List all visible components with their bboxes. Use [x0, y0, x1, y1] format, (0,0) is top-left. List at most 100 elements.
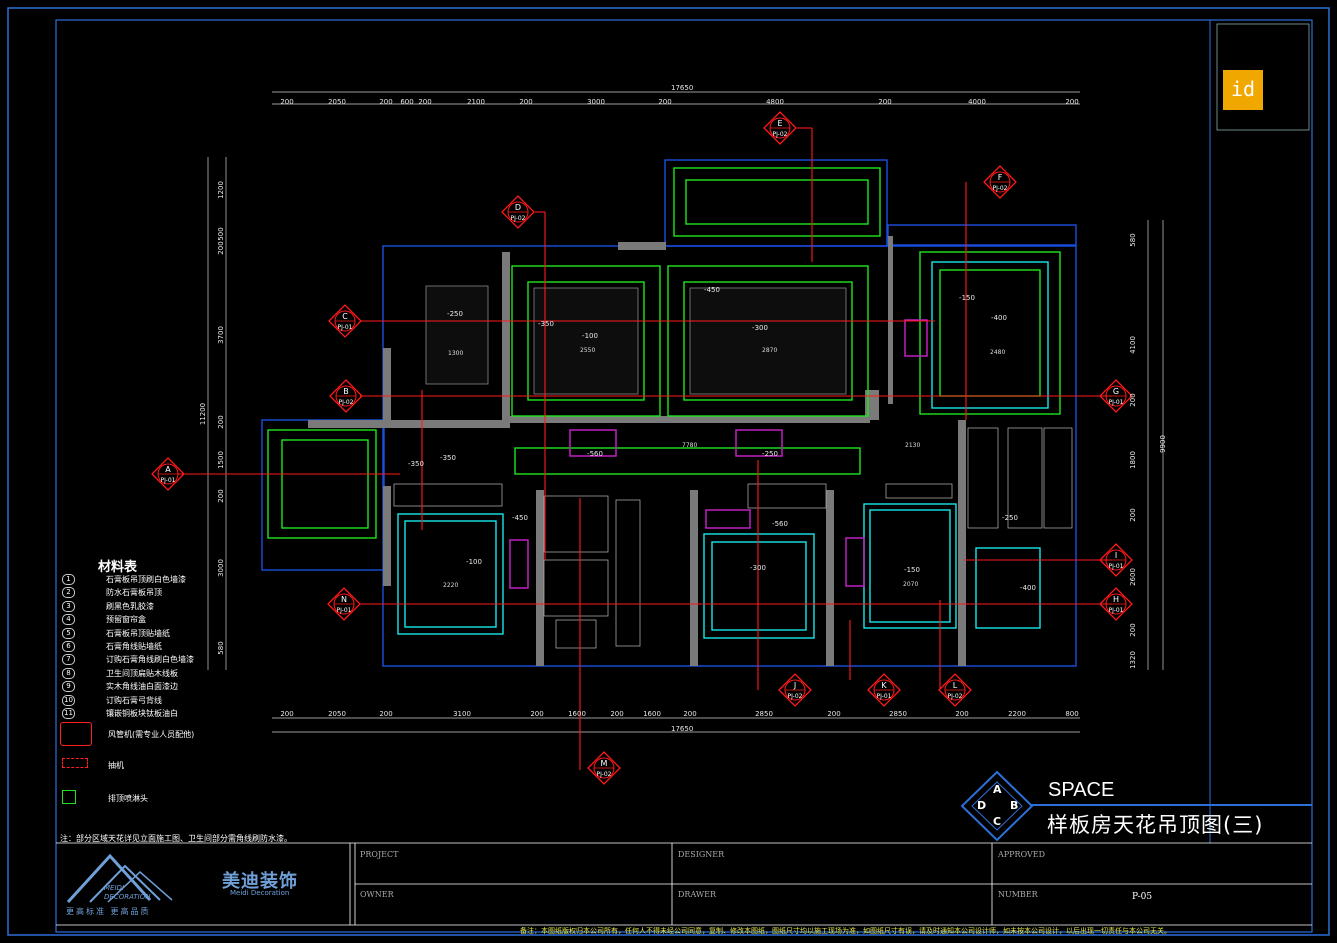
section-marker-ref: PJ-02 [511, 215, 526, 222]
legend-item-text: 防水石膏板吊顶 [106, 588, 162, 598]
left-dim-segment: 1500 [217, 451, 225, 469]
copyright-footer: 备注：本图纸版权归本公司所有，任何人不得未经公司同意，复制、修改本图纸，图纸尺寸… [520, 927, 1171, 935]
bottom-dim-segment: 1600 [643, 710, 661, 718]
section-marker-letter: D [515, 203, 521, 212]
dimension-lines [207, 91, 1164, 733]
left-total-dimension: 11200 [199, 402, 208, 426]
level-tag: -400 [1020, 584, 1036, 592]
section-marker-ref: PJ-02 [773, 131, 788, 138]
section-marker-ref: PJ-01 [1109, 399, 1124, 406]
general-note: 注：部分区域天花详见立面施工图、卫生间部分需角线刷防水漆。 [60, 834, 292, 843]
top-dim-segment: 2050 [328, 98, 346, 106]
bottom-dim-segment: 2850 [755, 710, 773, 718]
section-marker-ref: PJ-01 [1109, 607, 1124, 614]
legend-item-text: 卫生间顶扁贴木线板 [106, 668, 178, 678]
top-dim-segment: 200 [1065, 98, 1078, 106]
left-dim-segment: 580 [217, 641, 225, 654]
section-marker-g: GPJ-01 [1099, 379, 1133, 413]
section-marker-letter: F [998, 173, 1003, 182]
badge-letter-c: C [993, 815, 1002, 828]
mountain-logo-icon [66, 853, 173, 904]
level-tag: -350 [440, 454, 456, 462]
top-dim-segment: 200 [519, 98, 532, 106]
bottom-dim-segment: 200 [683, 710, 696, 718]
right-dim-segment: 580 [1129, 233, 1137, 246]
section-marker-n: NPJ-01 [327, 587, 361, 621]
section-marker-m: MPJ-02 [587, 751, 621, 785]
symbol-ac-label: 风管机(需专业人员配他) [108, 730, 195, 739]
level-tag: -100 [582, 332, 598, 340]
level-tag: -560 [772, 520, 788, 528]
section-marker-e: EPJ-02 [763, 111, 797, 145]
level-tag: -450 [704, 286, 720, 294]
level-tag: -150 [904, 566, 920, 574]
legend-item-number: 11 [62, 708, 75, 719]
level-tag: -400 [991, 314, 1007, 322]
level-tag: -150 [959, 294, 975, 302]
section-marker-letter: H [1113, 595, 1119, 604]
top-dim-segment: 200 [878, 98, 891, 106]
bottom-dim-segment: 200 [955, 710, 968, 718]
logo-line-2: DECORATION [104, 893, 151, 901]
left-dim-segment: 3000 [217, 559, 225, 577]
left-dim-segment: 200 [217, 489, 225, 502]
section-marker-ref: PJ-02 [339, 399, 354, 406]
legend-title: 材料表 [98, 560, 138, 575]
symbol-sprinkler-label: 排顶喷淋头 [108, 794, 148, 803]
recessed-panels [425, 285, 847, 395]
section-marker-i: IPJ-01 [1099, 543, 1133, 577]
company-name-en: Meidi Decoration [230, 889, 290, 897]
bottom-dim-segment: 3100 [453, 710, 471, 718]
section-marker-letter: J [793, 681, 796, 690]
section-marker-letter: B [343, 387, 349, 396]
legend-item-number: 2 [62, 587, 75, 599]
section-marker-ref: PJ-01 [338, 324, 353, 331]
level-tag: -350 [538, 320, 554, 328]
badge-letter-a: A [993, 783, 1002, 796]
top-dim-segment: 4000 [968, 98, 986, 106]
room-dim-2480: 2480 [990, 349, 1006, 356]
section-marker-letter: K [881, 681, 887, 690]
legend-item-text: 预留窗帘盒 [106, 615, 146, 625]
logo-text: MEIDI DECORATION [104, 884, 150, 902]
bottom-dim-segment: 1600 [568, 710, 586, 718]
room-dim-2220: 2220 [443, 582, 459, 589]
company-slogan: 更高标准 更高品质 [66, 907, 151, 916]
room-dim-7780: 7780 [682, 442, 698, 449]
room-dim-2130: 2130 [905, 442, 921, 449]
legend-item: 8 卫生间顶扁贴木线板 [60, 667, 290, 679]
top-dim-segment: 200 [418, 98, 431, 106]
section-marker-d: D PJ-02 [501, 195, 535, 229]
section-marker-j: JPJ-02 [778, 673, 812, 707]
approved-label: APPROVED [998, 850, 1046, 859]
drawer-label: DRAWER [678, 890, 716, 899]
legend-item-text: 实木角线油白面漆边 [106, 682, 178, 692]
space-label: SPACE [1048, 779, 1115, 801]
level-tag: -300 [752, 324, 768, 332]
legend-item-number: 6 [62, 641, 75, 652]
top-dim-segment: 600 [400, 98, 413, 106]
right-dim-segment: 1320 [1129, 651, 1137, 669]
level-tag: -250 [447, 310, 463, 318]
level-tag: -250 [762, 450, 778, 458]
bottom-total-dimension: 17650 [671, 725, 694, 733]
legend-item-text: 订购石膏角线刷白色墙漆 [106, 655, 194, 665]
legend-item-text: 石膏板吊顶刷白色墙漆 [106, 575, 186, 584]
legend-item-text: 刷黑色乳胶漆 [106, 601, 154, 611]
room-dim-2550: 2550 [580, 347, 596, 354]
drawing-title: 样板房天花吊顶图(三) [1047, 813, 1264, 837]
legend-item-number: 8 [62, 667, 75, 679]
right-dim-segment: 4100 [1129, 336, 1137, 354]
ceiling-panels-cyan [397, 261, 1049, 639]
logo-line-1: MEIDI [104, 884, 124, 892]
room-dim-1300: 1300 [448, 350, 464, 357]
legend-item-number: 10 [62, 694, 75, 706]
walls [261, 159, 1077, 667]
outer-frame [7, 7, 1330, 936]
left-dim-segment: 200 [217, 241, 225, 254]
company-name-cn: 美迪装饰 [222, 871, 298, 892]
